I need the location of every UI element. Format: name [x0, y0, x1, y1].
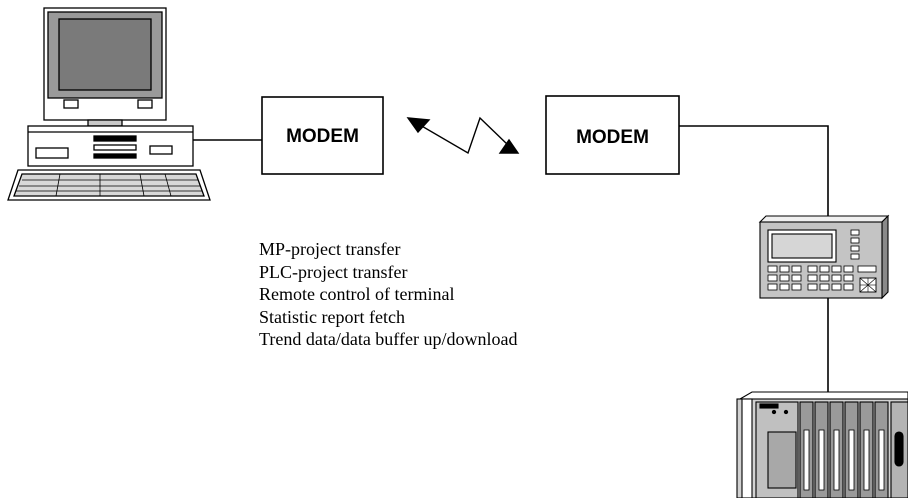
desktop-computer-icon: [7, 7, 211, 201]
modem-left-label: MODEM: [286, 126, 359, 147]
connection-lines: [193, 125, 829, 392]
wireless-link-icon: [406, 116, 520, 155]
feature-item: PLC-project transfer: [259, 261, 408, 282]
modem-to-terminal-line: [679, 125, 829, 216]
modem-left-box: [261, 96, 384, 175]
modem-right-label: MODEM: [576, 127, 649, 148]
modem-right-box: [545, 95, 680, 175]
feature-item: MP-project transfer: [259, 239, 401, 259]
plc-rack-icon: [736, 391, 908, 498]
feature-item: Statistic report fetch: [259, 306, 405, 327]
modem-left: MODEM: [261, 96, 384, 175]
feature-list: MP-project transfer PLC-project transfer…: [259, 238, 517, 351]
feature-item: Trend data/data buffer up/download: [259, 329, 518, 349]
operator-terminal-icon: [758, 214, 890, 300]
feature-item: Remote control of terminal: [259, 284, 455, 304]
modem-right: MODEM: [545, 95, 680, 175]
